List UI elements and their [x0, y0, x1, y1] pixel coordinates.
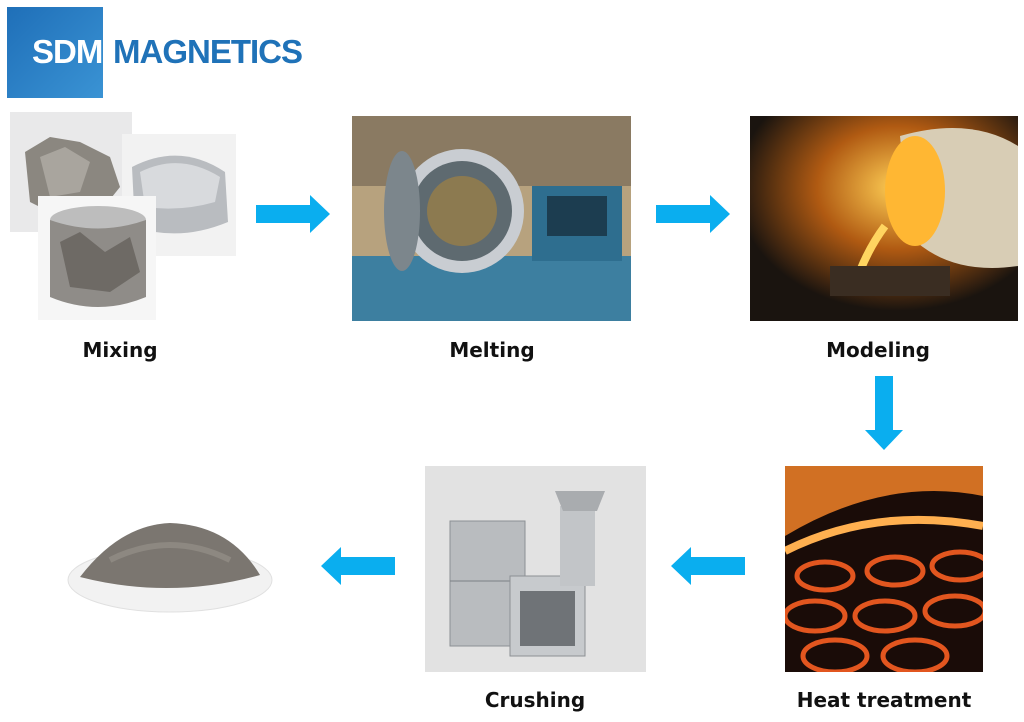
powder-image	[60, 505, 280, 625]
modeling-image	[750, 116, 1018, 321]
mixing-image	[10, 112, 236, 320]
arrow-down-icon	[865, 376, 903, 450]
arrow-right-icon	[656, 195, 730, 233]
crushing-image	[425, 466, 646, 672]
logo-text-magnetics: MAGNETICS	[113, 33, 303, 70]
arrow-left-icon	[321, 547, 395, 585]
step-label-mixing: Mixing	[82, 338, 158, 362]
arrow-left-icon	[671, 547, 745, 585]
step-label-melting: Melting	[449, 338, 535, 362]
step-label-heat-treatment: Heat treatment	[796, 688, 972, 712]
melting-image	[352, 116, 631, 321]
step-label-modeling: Modeling	[826, 338, 930, 362]
logo-text-sdm: SDM	[32, 33, 103, 70]
arrow-right-icon	[256, 195, 330, 233]
heat-treatment-image	[785, 466, 983, 672]
logo-box	[7, 7, 103, 98]
step-label-crushing: Crushing	[484, 688, 586, 712]
